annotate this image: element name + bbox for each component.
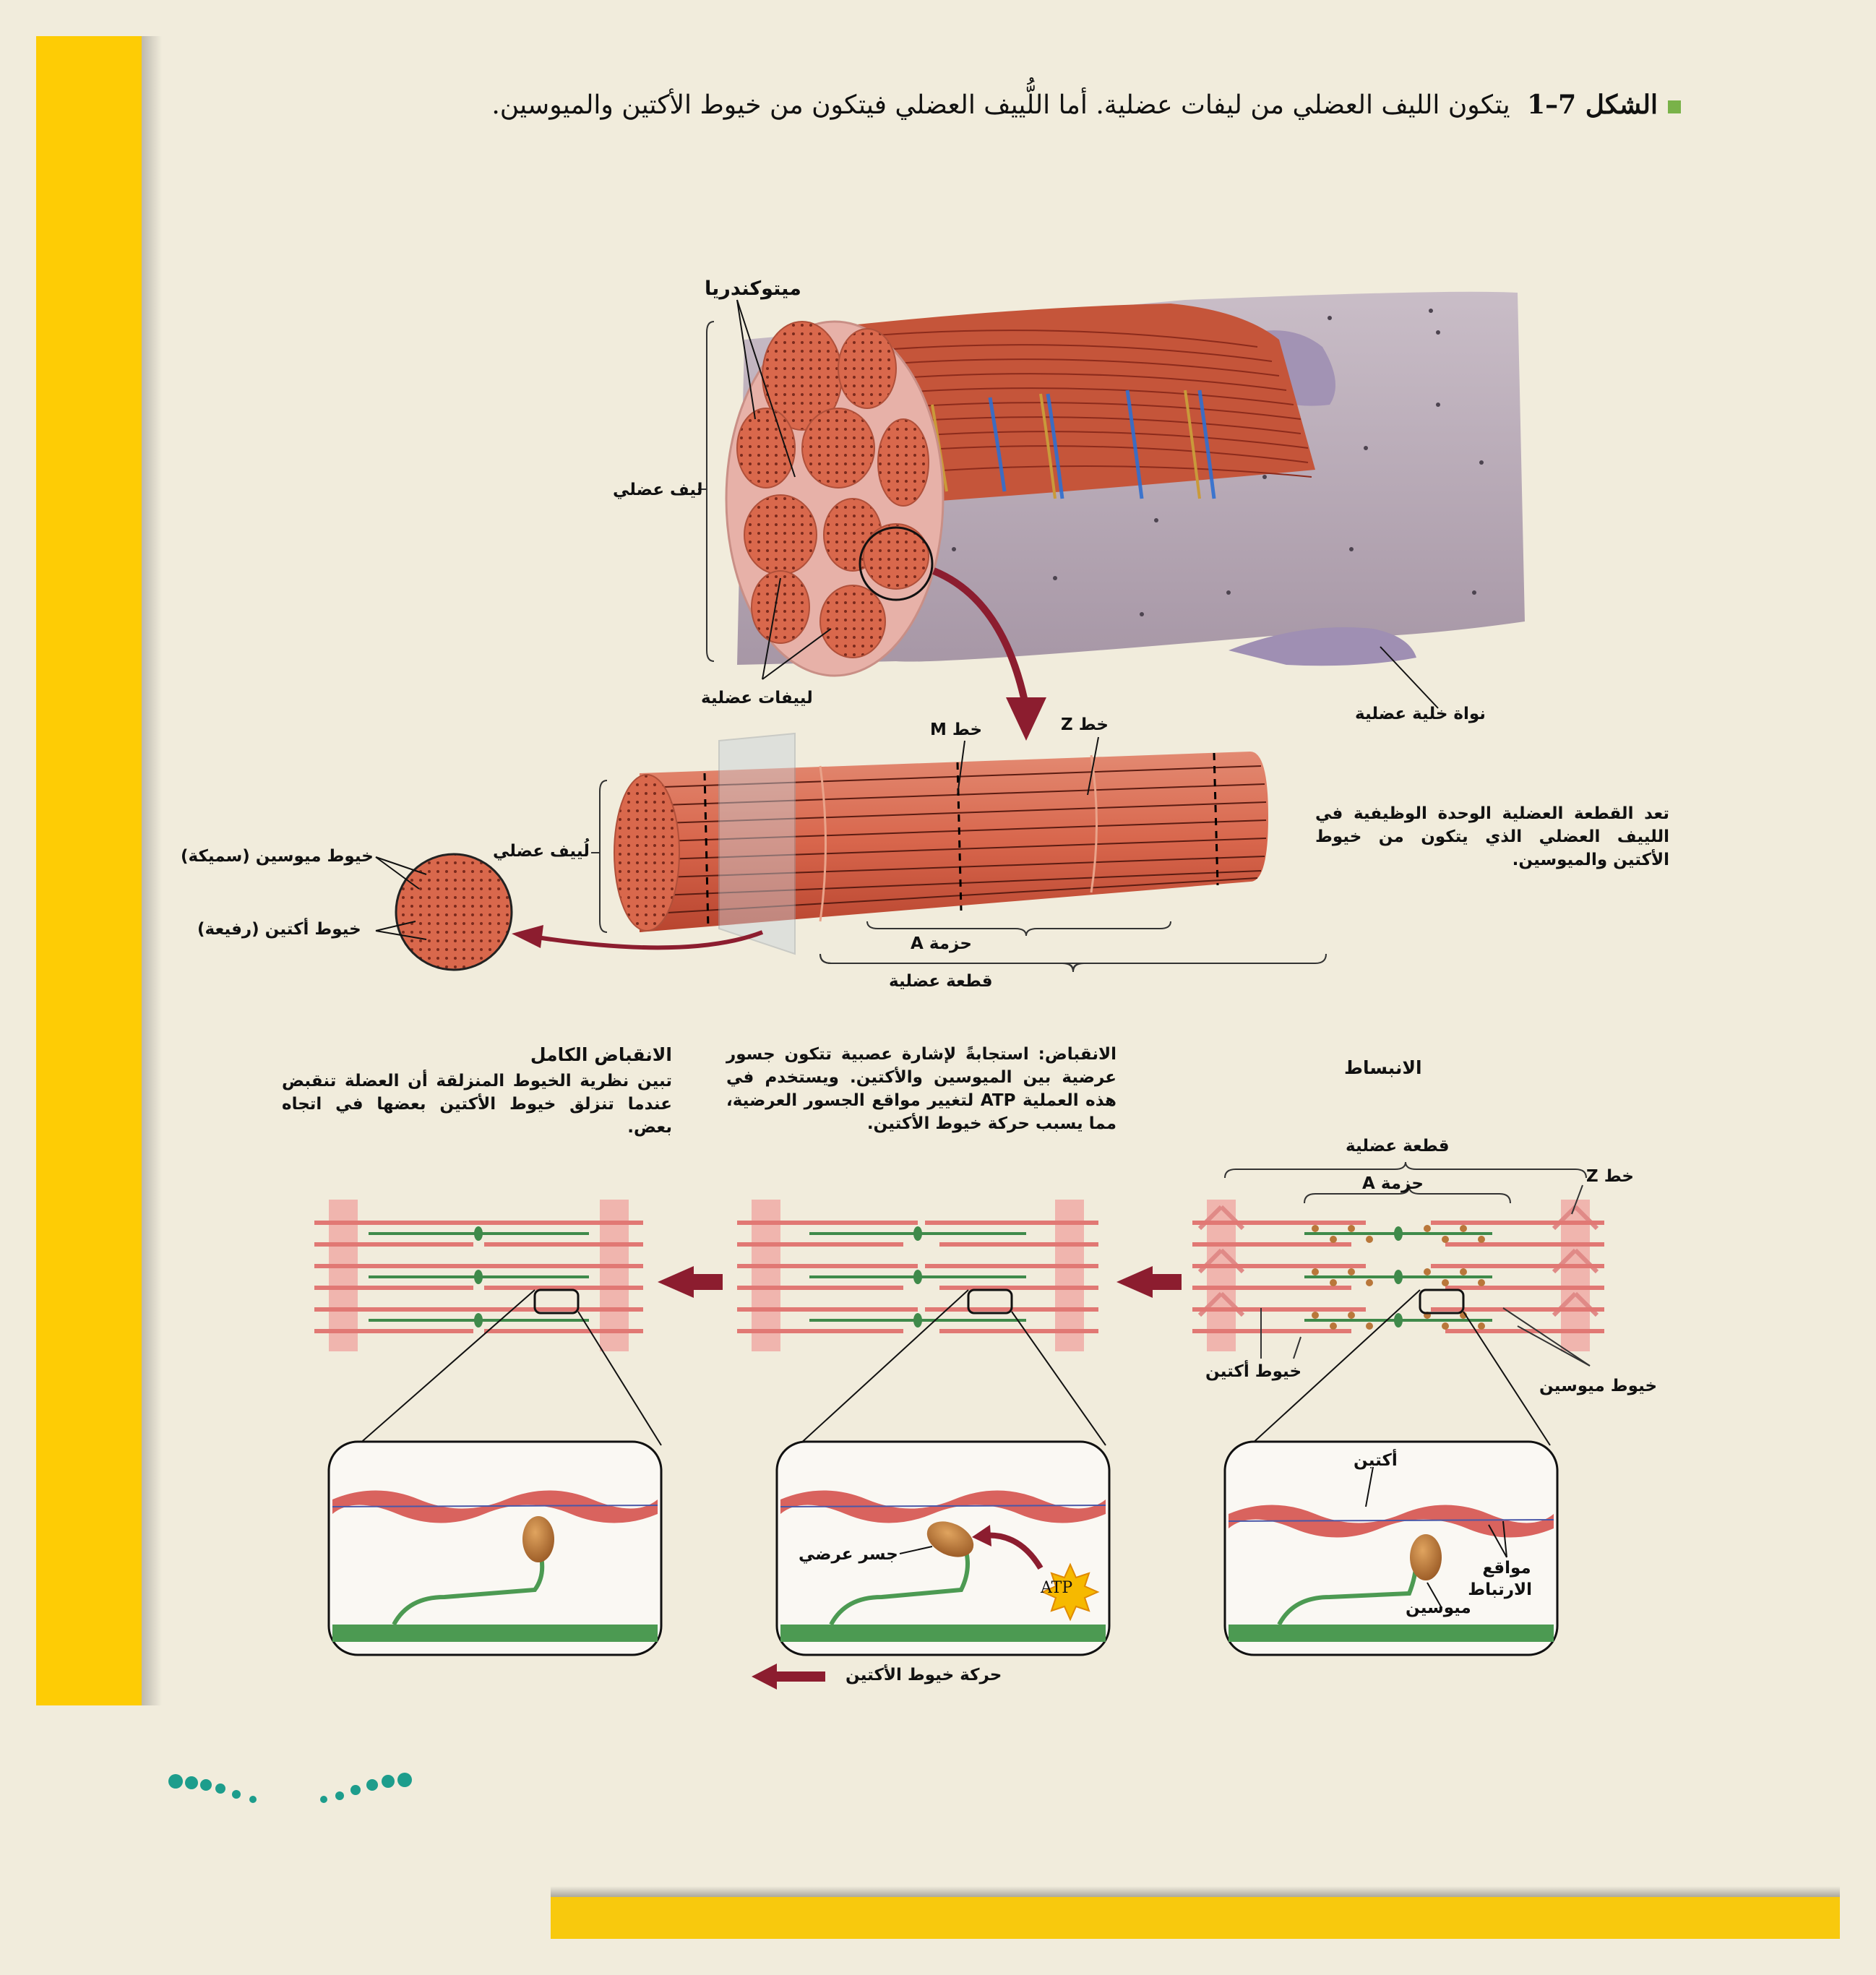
relaxed-label-sarcomere: قطعة عضلية <box>1346 1137 1450 1156</box>
label-mitochondria: ميتوكندريا <box>705 277 801 300</box>
left-yellow-bar <box>36 36 142 1705</box>
contraction-description: الانقباض: استجابةً لإشارة عصبية تتكون جس… <box>726 1043 1116 1135</box>
bottom-bar-shadow <box>551 1886 1840 1898</box>
relaxed-label-a-band: حزمة A <box>1362 1174 1424 1193</box>
zoom-panel-relaxed <box>1223 1440 1559 1656</box>
label-z-line: خط Z <box>1061 715 1109 734</box>
muscle-fiber-illustration <box>698 291 1525 741</box>
label-m-line: خط M <box>930 720 983 739</box>
myofibril-cross-sections <box>736 321 929 658</box>
caption-bullet-icon <box>1668 100 1681 113</box>
myofibril-illustration <box>375 732 1327 973</box>
figure-label: الشكل 7–1 <box>1527 90 1658 120</box>
contraction-text: استجابةً لإشارة عصبية تتكون جسور عرضية ب… <box>726 1045 1116 1133</box>
decorative-dots <box>168 1773 412 1803</box>
zoom-label-myosin: ميوسين <box>1406 1598 1471 1617</box>
zoom-label-cross-bridge: جسر عرضي <box>799 1545 898 1564</box>
relaxed-label-myosin: خيوط ميوسين <box>1539 1377 1658 1395</box>
legend-actin-movement: حركة خيوط الأكتين <box>846 1666 1002 1684</box>
sarcomere-note: تعد القطعة العضلية الوحدة الوظيفية في ال… <box>1315 804 1669 869</box>
zoom-panel-full <box>327 1440 663 1656</box>
relaxed-label-z-line: خط Z <box>1586 1167 1634 1186</box>
label-myofibrils: لييفات عضلية <box>701 689 813 707</box>
actin-movement-arrow-icon <box>752 1664 825 1690</box>
title-contraction: الانقباض: <box>1038 1045 1117 1064</box>
bottom-yellow-bar <box>551 1897 1840 1939</box>
zoom-label-binding-sites: مواقع الارتباط <box>1468 1559 1532 1599</box>
label-muscle-fiber: ليف عضلي <box>613 481 703 499</box>
figure-caption: الشكل 7–1 يتكون الليف العضلي من ليفات عض… <box>308 88 1681 122</box>
caption-text: يتكون الليف العضلي من ليفات عضلية. أما ا… <box>491 90 1510 120</box>
full-contraction-text: تبين نظرية الخيوط المنزلقة أن العضلة تنق… <box>282 1072 672 1137</box>
label-sarcomere: قطعة عضلية <box>889 972 993 991</box>
title-full-contraction: الانقباض الكامل <box>530 1044 672 1065</box>
left-bar-shadow <box>142 36 162 1705</box>
label-a-band: حزمة A <box>911 934 972 953</box>
label-myosin-thick: خيوط ميوسين (سميكة) <box>181 847 374 866</box>
label-nucleus: نواة خلية عضلية <box>1355 705 1486 723</box>
relaxed-label-actin: خيوط أكتين <box>1205 1362 1302 1381</box>
stage-arrows <box>658 1266 1182 1298</box>
sarcomere-relaxed <box>1192 1200 1604 1351</box>
zoom-label-atp: ATP <box>1041 1579 1073 1597</box>
fiber-surface-pores <box>879 309 1484 631</box>
label-myofibril: لُييف عضلي <box>493 842 590 861</box>
sarcomere-full-contraction <box>314 1200 643 1351</box>
title-relaxed: الانبساط <box>1344 1057 1422 1078</box>
label-actin-thin: خيوط أكتين (رفيعة) <box>197 920 361 939</box>
zoom-label-actin: أكتين <box>1354 1451 1398 1470</box>
sarcomere-contracting <box>737 1200 1098 1351</box>
zoom-panel-contracting <box>775 1440 1111 1656</box>
